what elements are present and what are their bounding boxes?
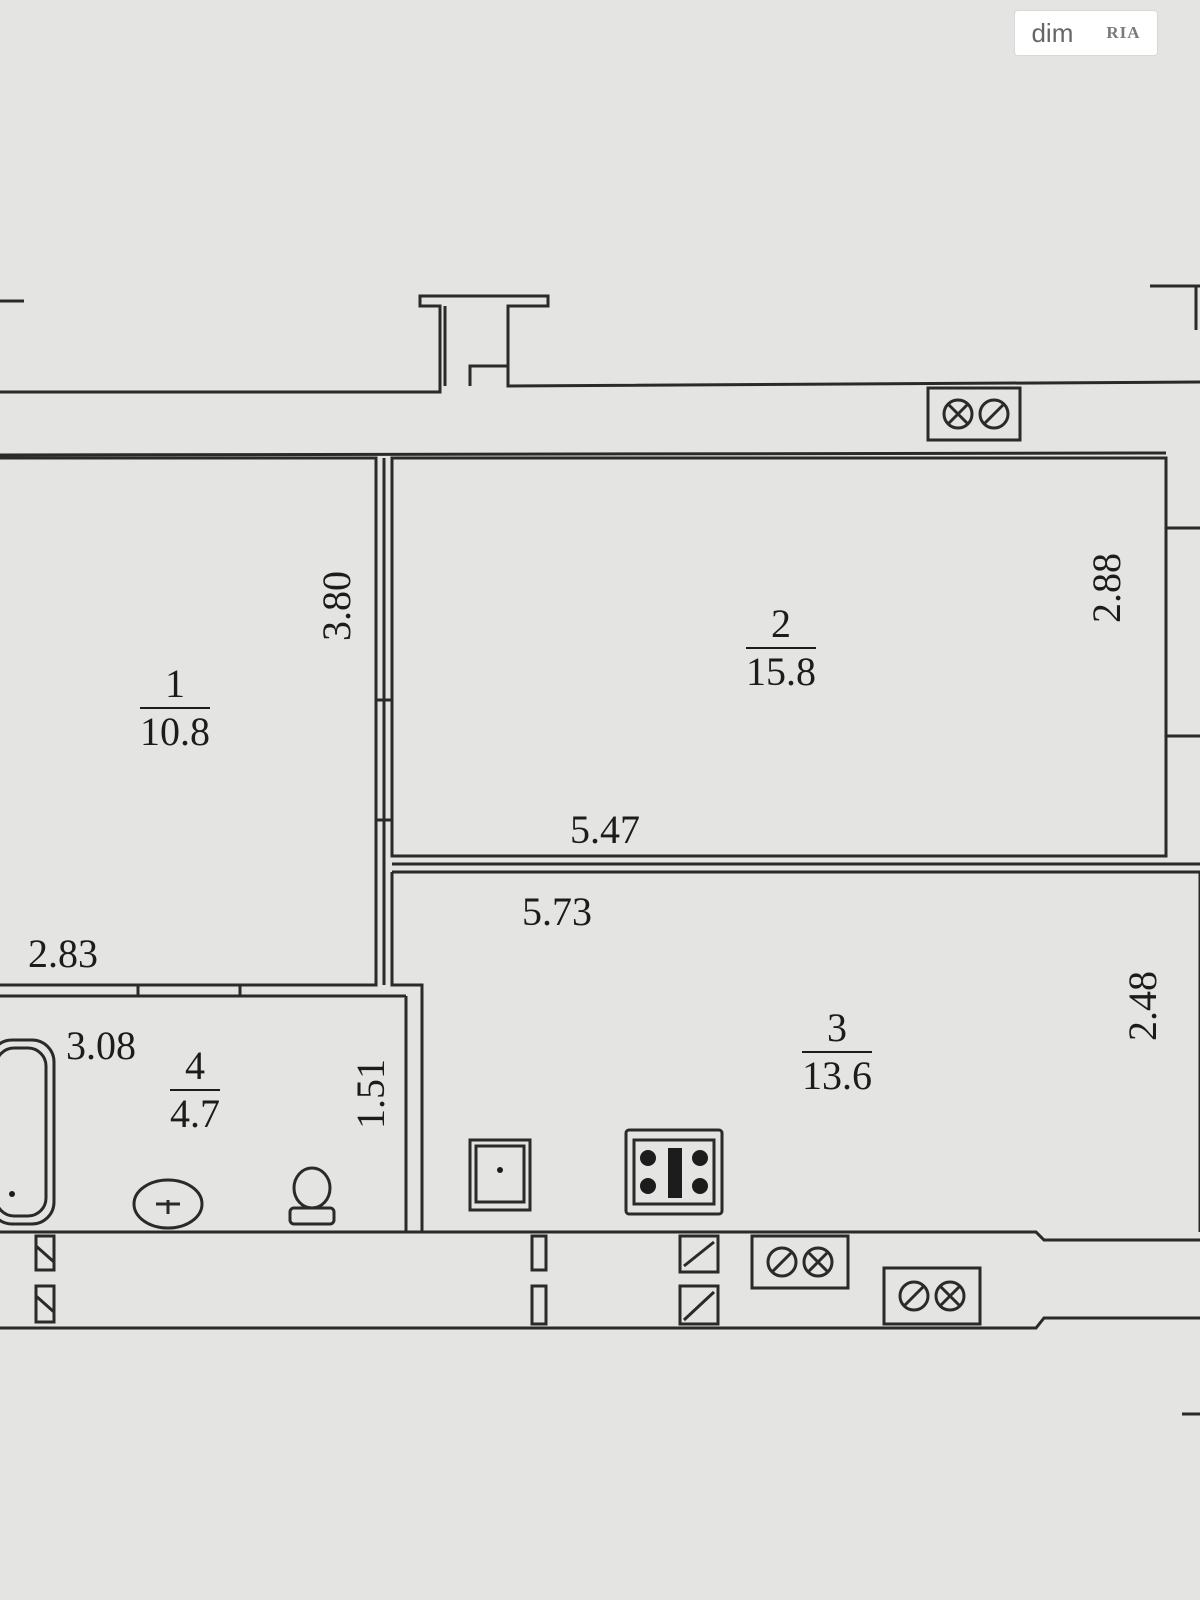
room-1-label: 1 10.8 bbox=[140, 664, 210, 752]
kitchen-sink-icon bbox=[468, 1138, 532, 1212]
room-4-number: 4 bbox=[170, 1046, 220, 1091]
room2-right-window bbox=[1166, 526, 1200, 738]
washbasin-icon bbox=[132, 1178, 204, 1230]
dim-room2-height: 2.88 bbox=[1084, 553, 1129, 623]
toilet-icon bbox=[288, 1166, 336, 1226]
vent-bottom-1-icon bbox=[750, 1234, 850, 1290]
room-3-area: 13.6 bbox=[802, 1053, 872, 1098]
stove-icon bbox=[624, 1128, 724, 1216]
dim-room3-width: 5.73 bbox=[522, 889, 592, 934]
outer-wall-bottom bbox=[0, 1230, 1200, 1242]
room1-wall bbox=[0, 456, 378, 987]
dim-room1-height: 3.80 bbox=[314, 571, 359, 641]
room-4-label: 4 4.7 bbox=[170, 1046, 220, 1134]
partition-3-4 bbox=[390, 872, 424, 1232]
room-2-number: 2 bbox=[746, 604, 816, 649]
vent-bottom-2-icon bbox=[882, 1266, 982, 1326]
room-3-label: 3 13.6 bbox=[802, 1008, 872, 1096]
room2-wall bbox=[390, 456, 1168, 858]
right-tick-top bbox=[1150, 284, 1200, 330]
watermark-ria-logo: RIA bbox=[1106, 23, 1141, 42]
outer-wall-bottom-outer bbox=[0, 1316, 1200, 1330]
dim-room4-height: 1.51 bbox=[348, 1059, 393, 1129]
room-4-area: 4.7 bbox=[170, 1091, 220, 1136]
watermark-dim: dim bbox=[1031, 17, 1074, 48]
dim-room3-height: 2.48 bbox=[1120, 971, 1165, 1041]
room-1-area: 10.8 bbox=[140, 709, 210, 754]
outer-wall-top-inner bbox=[0, 451, 1167, 457]
vent-top-icon bbox=[926, 386, 1022, 442]
bathtub-icon bbox=[0, 1038, 56, 1226]
dim-room4-width: 3.08 bbox=[66, 1023, 136, 1068]
dim-room2-width: 5.47 bbox=[570, 807, 640, 852]
outer-wall-top bbox=[0, 294, 1200, 394]
room-1-number: 1 bbox=[140, 664, 210, 709]
room-2-area: 15.8 bbox=[746, 649, 816, 694]
room-3-number: 3 bbox=[802, 1008, 872, 1053]
dim-room1-width: 2.83 bbox=[28, 931, 98, 976]
watermark-badge: dim RIA bbox=[1014, 10, 1158, 56]
room-2-label: 2 15.8 bbox=[746, 604, 816, 692]
shaft-top bbox=[443, 306, 508, 386]
